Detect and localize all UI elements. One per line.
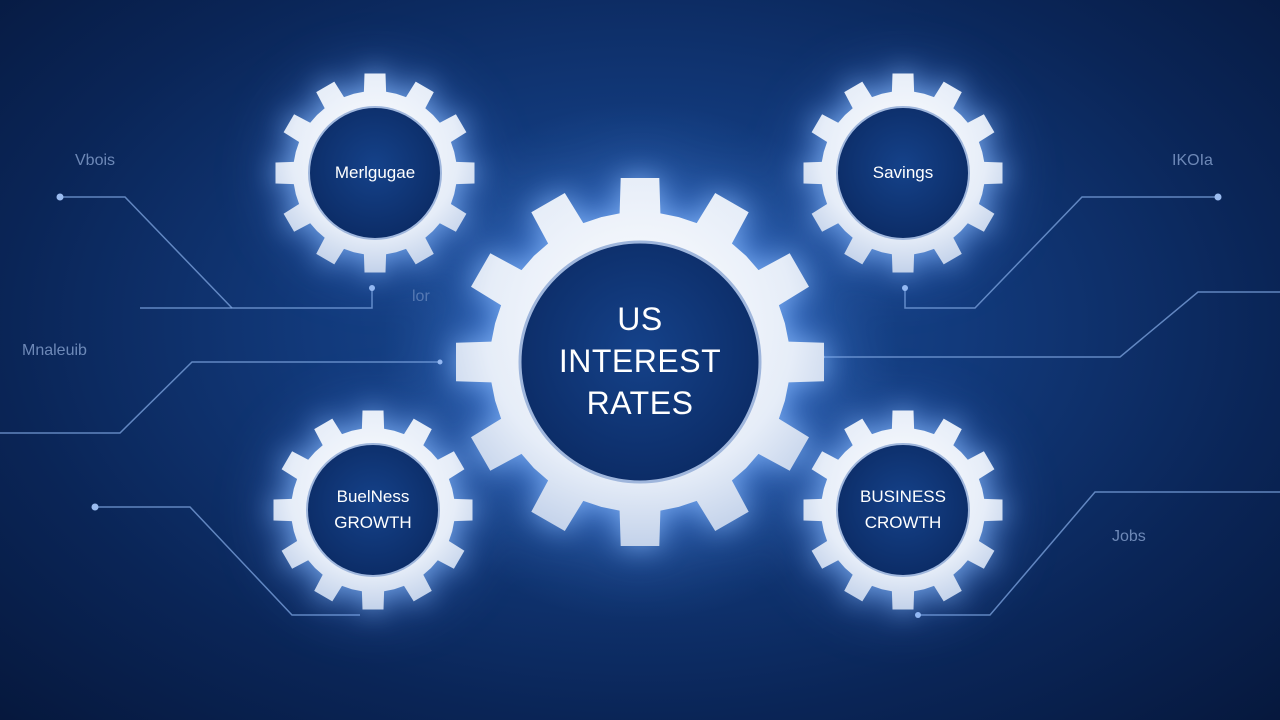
side-label-left-top: Vbois <box>75 152 116 169</box>
connector-dot <box>437 359 443 365</box>
side-label-center-faint: lor <box>412 288 430 305</box>
center-label-line: US <box>617 301 663 337</box>
side-label-left-middle: Mnaleuib <box>22 342 87 359</box>
connector-line <box>822 291 1280 358</box>
connector-dot <box>915 612 921 618</box>
center-label-line: INTEREST <box>558 343 722 379</box>
savings-label: Savings <box>872 163 934 182</box>
mortgage-label: Merlgugae <box>334 163 416 182</box>
connector-line <box>60 196 233 309</box>
connector-dot <box>56 193 64 201</box>
savings-gear-inner <box>836 106 970 240</box>
connector-line <box>140 290 373 309</box>
connector-lines <box>0 196 1280 616</box>
business-growth-left-gear-inner <box>306 443 440 577</box>
business-growth-right-line: CROWTH <box>864 513 942 532</box>
connector-line <box>0 361 440 434</box>
connector-line <box>904 196 1218 309</box>
business-growth-right-label: BUSINESS CROWTH <box>833 484 973 536</box>
connector-line <box>95 506 360 616</box>
connector-dot <box>91 503 99 511</box>
business-growth-right-gear-inner <box>836 443 970 577</box>
connector-dots <box>56 193 1222 618</box>
business-growth-left-line: BuelNess <box>336 487 410 506</box>
side-label-right-bottom: Jobs <box>1112 528 1146 545</box>
business-growth-right-line: BUSINESS <box>860 487 946 506</box>
center-label-line: RATES <box>586 385 694 421</box>
business-growth-left-label: BuelNess GROWTH <box>303 484 443 536</box>
connector-line <box>918 491 1280 616</box>
connector-dot <box>1214 193 1222 201</box>
center-gear-label: US INTEREST RATES <box>540 298 740 424</box>
mortgage-gear-inner <box>308 106 442 240</box>
center-gear-inner <box>518 240 762 484</box>
side-label-right-top: IKOIa <box>1172 152 1213 169</box>
business-growth-left-line: GROWTH <box>334 513 412 532</box>
connector-dot <box>902 285 908 291</box>
connector-dot <box>369 285 375 291</box>
